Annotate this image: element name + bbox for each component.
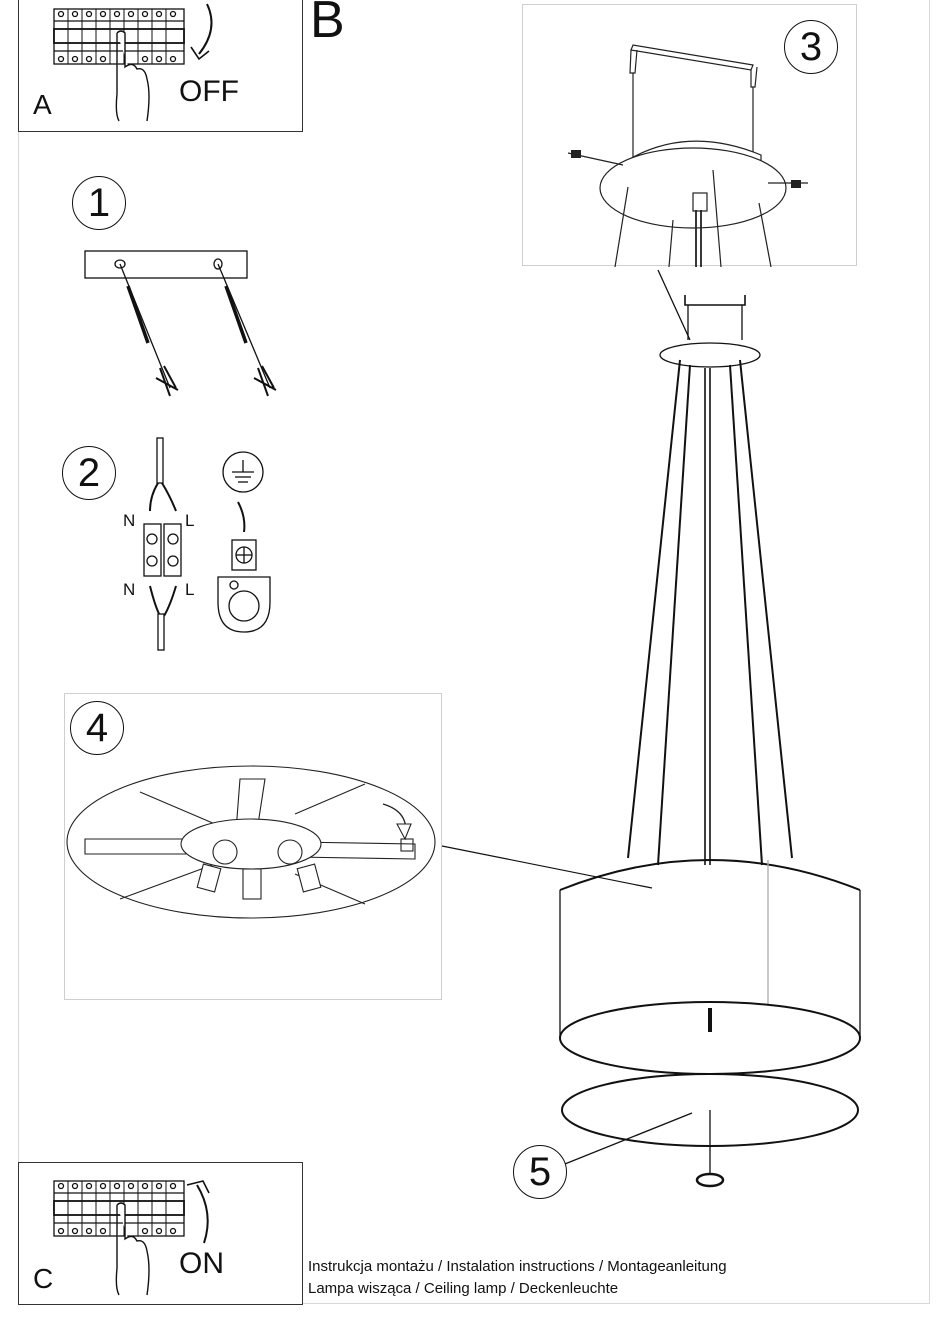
- step-1-drill-diagram: [84, 250, 277, 397]
- step-5-marker: 5: [513, 1145, 567, 1199]
- document-caption: Instrukcja montażu / Instalation instruc…: [308, 1256, 727, 1300]
- circuit-breaker-icon: [53, 1180, 210, 1296]
- pendant-lamp-drawing: [524, 269, 861, 1188]
- power-on-label: ON: [179, 1247, 224, 1280]
- step-3-panel: [522, 4, 857, 268]
- step-3-marker: 3: [784, 20, 838, 74]
- live-bottom-label: L: [185, 580, 195, 599]
- step-4-leader-line: [441, 845, 653, 889]
- panel-a-letter: A: [33, 89, 52, 120]
- step-4-panel: [64, 693, 442, 1000]
- live-top-label: L: [185, 511, 195, 530]
- step-4-marker: 4: [70, 701, 124, 755]
- caption-line-1: Instrukcja montażu / Instalation instruc…: [308, 1258, 727, 1275]
- panel-b-letter: B: [310, 0, 345, 49]
- panel-a-power-off: OFF A: [18, 0, 303, 132]
- step-2-marker: 2: [62, 446, 116, 500]
- circuit-breaker-icon: [53, 3, 213, 122]
- panel-c-letter: C: [33, 1263, 54, 1294]
- power-off-label: OFF: [179, 75, 239, 108]
- terminal-block-diagram: [143, 437, 182, 651]
- caption-line-2: Lampa wisząca / Ceiling lamp / Deckenleu…: [308, 1280, 619, 1297]
- step-1-marker: 1: [72, 176, 126, 230]
- ground-earth-icon: [217, 451, 271, 633]
- canopy-bracket-drawing: [567, 44, 808, 268]
- page-frame: [18, 0, 930, 1304]
- neutral-bottom-label: N: [123, 580, 136, 599]
- lamp-holder-frame-drawing: [66, 765, 436, 919]
- neutral-top-label: N: [123, 511, 136, 530]
- panel-c-power-on: ON C: [18, 1162, 303, 1305]
